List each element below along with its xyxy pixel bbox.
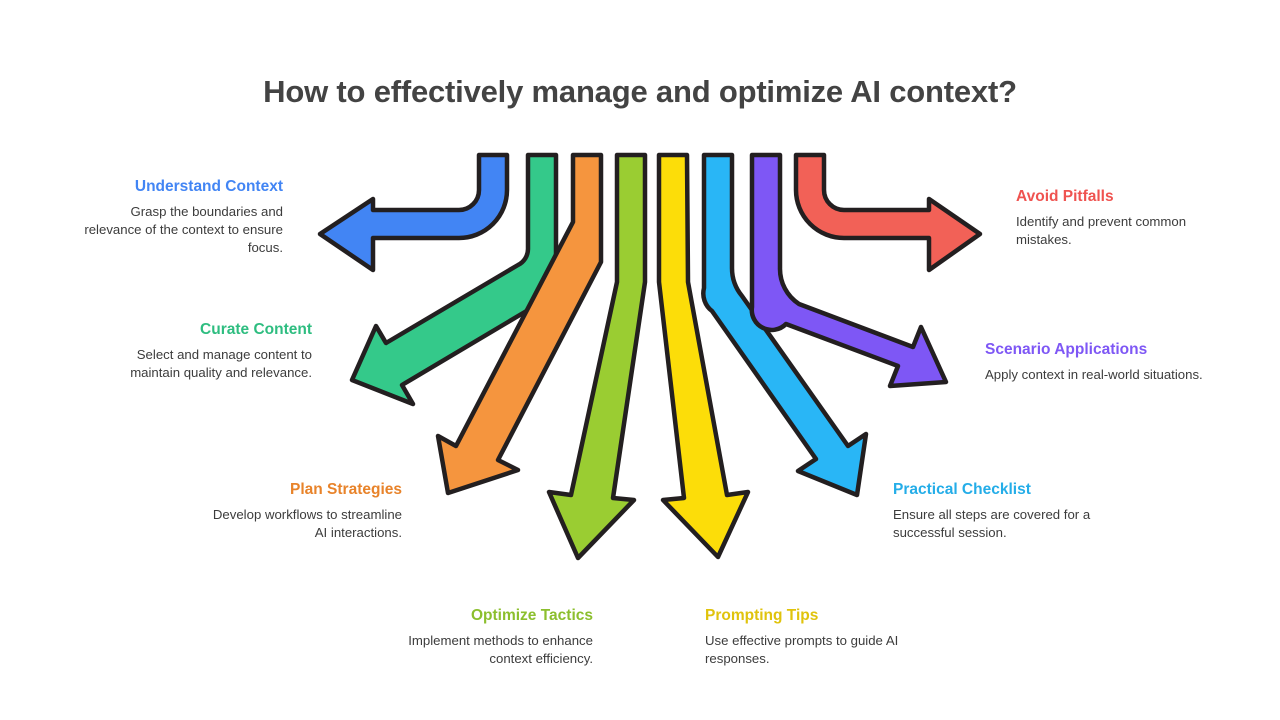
arrow-understand-context [317,152,510,273]
label-avoid-pitfalls: Avoid Pitfalls Identify and prevent comm… [1016,188,1231,249]
label-title-practical-checklist: Practical Checklist [893,481,1031,498]
label-title-curate-content: Curate Content [200,321,312,338]
label-desc-scenario-applications: Apply context in real-world situations. [985,366,1203,382]
label-desc-practical-checklist: Ensure all steps are covered for a succe… [893,506,1091,541]
label-desc-understand-context: Grasp the boundaries and relevance of th… [84,203,283,256]
label-title-understand-context: Understand Context [134,178,283,195]
label-title-scenario-applications: Scenario Applications [985,341,1148,358]
arrow-practical-checklist [701,152,869,498]
arrow-optimize-tactics [546,152,648,561]
arrow-avoid-pitfalls [793,152,983,273]
label-desc-optimize-tactics: Implement methods to enhance context eff… [408,632,593,667]
label-title-avoid-pitfalls: Avoid Pitfalls [1016,188,1114,205]
label-desc-avoid-pitfalls: Identify and prevent common mistakes. [1016,213,1187,248]
label-prompting-tips: Prompting Tips Use effective prompts to … [705,607,920,668]
arrow-scenario-applications [749,152,949,389]
label-plan-strategies: Plan Strategies Develop workflows to str… [198,481,402,542]
label-curate-content: Curate Content Select and manage content… [100,321,312,382]
label-practical-checklist: Practical Checklist Ensure all steps are… [893,481,1108,542]
label-title-optimize-tactics: Optimize Tactics [470,607,593,624]
label-title-plan-strategies: Plan Strategies [290,481,402,498]
label-desc-curate-content: Select and manage content to maintain qu… [130,346,312,381]
label-title-prompting-tips: Prompting Tips [705,607,819,624]
label-desc-plan-strategies: Develop workflows to streamline AI inter… [212,506,402,541]
arrow-prompting-tips [656,152,751,560]
label-scenario-applications: Scenario Applications Apply context in r… [985,341,1215,384]
label-optimize-tactics: Optimize Tactics Implement methods to en… [381,607,593,668]
label-understand-context: Understand Context Grasp the boundaries … [78,178,283,257]
page-title: How to effectively manage and optimize A… [263,74,1017,109]
label-desc-prompting-tips: Use effective prompts to guide AI respon… [705,632,899,667]
arrow-plan-strategies [435,152,604,496]
